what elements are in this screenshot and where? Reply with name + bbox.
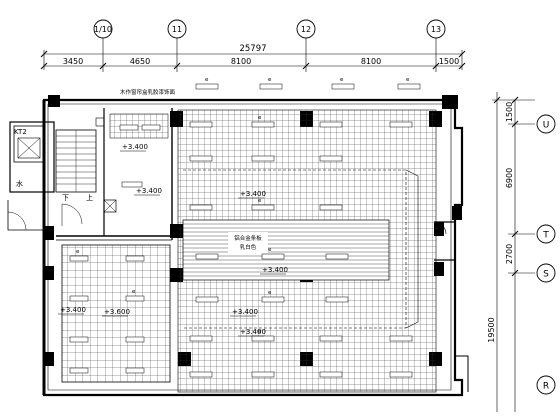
dimension-right-total: 19500: [487, 317, 496, 342]
light-fixtures: [69, 83, 421, 378]
dimension-total-top: 25797: [239, 44, 266, 54]
axis-label-1-10: 1/10: [94, 25, 112, 34]
center-note-line2: 乳白色: [240, 243, 257, 251]
light-symbol: e: [258, 329, 262, 335]
top-dimensions: 25797 3450 4650 8100 8100 1500: [40, 44, 466, 70]
light-symbol: e: [205, 77, 209, 83]
dimension-seg-5: 1500: [439, 57, 459, 66]
light-symbol: e: [76, 249, 80, 255]
elevation-label: +3.400: [262, 266, 288, 274]
light-symbol: e: [268, 290, 272, 296]
dimension-seg-2: 4650: [130, 57, 150, 66]
elevation-label: +3.400: [122, 143, 148, 151]
aluminium-strip-ceiling: 铝合金条板 乳白色: [182, 169, 419, 329]
stair-up-label: 上: [86, 193, 93, 202]
right-dimensions: 1500 6900 2700 19500: [487, 92, 535, 412]
light-symbol: e: [258, 115, 262, 121]
axis-label-U: U: [543, 121, 550, 131]
dimension-seg-4: 8100: [361, 57, 381, 66]
top-grid-axes: 1/10 11 12 13: [93, 19, 446, 72]
right-grid-axes: U T S R: [536, 114, 556, 395]
axis-bubble-1-10: 1/10: [93, 19, 113, 39]
light-symbol: e: [406, 77, 410, 83]
elevation-label: +3.400: [136, 187, 162, 195]
water-tag: 水: [16, 179, 23, 188]
center-note-line1: 铝合金条板: [234, 234, 262, 242]
axis-label-12: 12: [301, 25, 311, 34]
elevation-label: +3.400: [60, 306, 86, 314]
light-symbol: e: [268, 247, 272, 253]
axis-bubble-R: R: [536, 375, 556, 395]
light-symbols: e e e e e e e e e e e: [76, 77, 410, 335]
axis-bubble-12: 12: [296, 19, 316, 39]
axis-label-S: S: [543, 270, 549, 280]
dimension-seg-1: 3450: [63, 57, 83, 66]
axis-bubble-13: 13: [426, 19, 446, 39]
light-symbol: e: [258, 198, 262, 204]
stair-down-label: 下: [62, 194, 69, 202]
axis-label-13: 13: [431, 25, 441, 34]
axis-bubble-11: 11: [167, 19, 187, 39]
dimension-right-1500: 1500: [505, 102, 514, 122]
axis-label-11: 11: [172, 25, 182, 34]
axis-label-T: T: [542, 231, 549, 241]
stair-tag: KT2: [14, 128, 27, 136]
dimension-seg-3: 8100: [231, 57, 251, 66]
elevation-label: +3.400: [240, 328, 266, 336]
axis-bubble-S: S: [536, 263, 556, 283]
dimension-right-6900: 6900: [505, 168, 514, 188]
annotations: 木作窗帘盒乳胶漆饰面 +3.400 +3.400 +3.400 +3.400 +…: [58, 88, 288, 337]
axis-bubble-U: U: [536, 114, 556, 134]
light-symbol: e: [268, 77, 272, 83]
axis-bubble-T: T: [536, 224, 556, 244]
dimension-right-2700: 2700: [505, 244, 514, 264]
light-symbol: e: [132, 289, 136, 295]
elevation-label: +3.400: [240, 190, 266, 198]
stair-core: KT2 水 下 上: [7, 117, 117, 231]
top-note: 木作窗帘盒乳胶漆饰面: [120, 88, 176, 96]
elevation-label: +3.400: [232, 308, 258, 316]
elevation-label: +3.600: [104, 308, 130, 316]
axis-label-R: R: [543, 382, 549, 392]
light-symbol: e: [340, 77, 344, 83]
